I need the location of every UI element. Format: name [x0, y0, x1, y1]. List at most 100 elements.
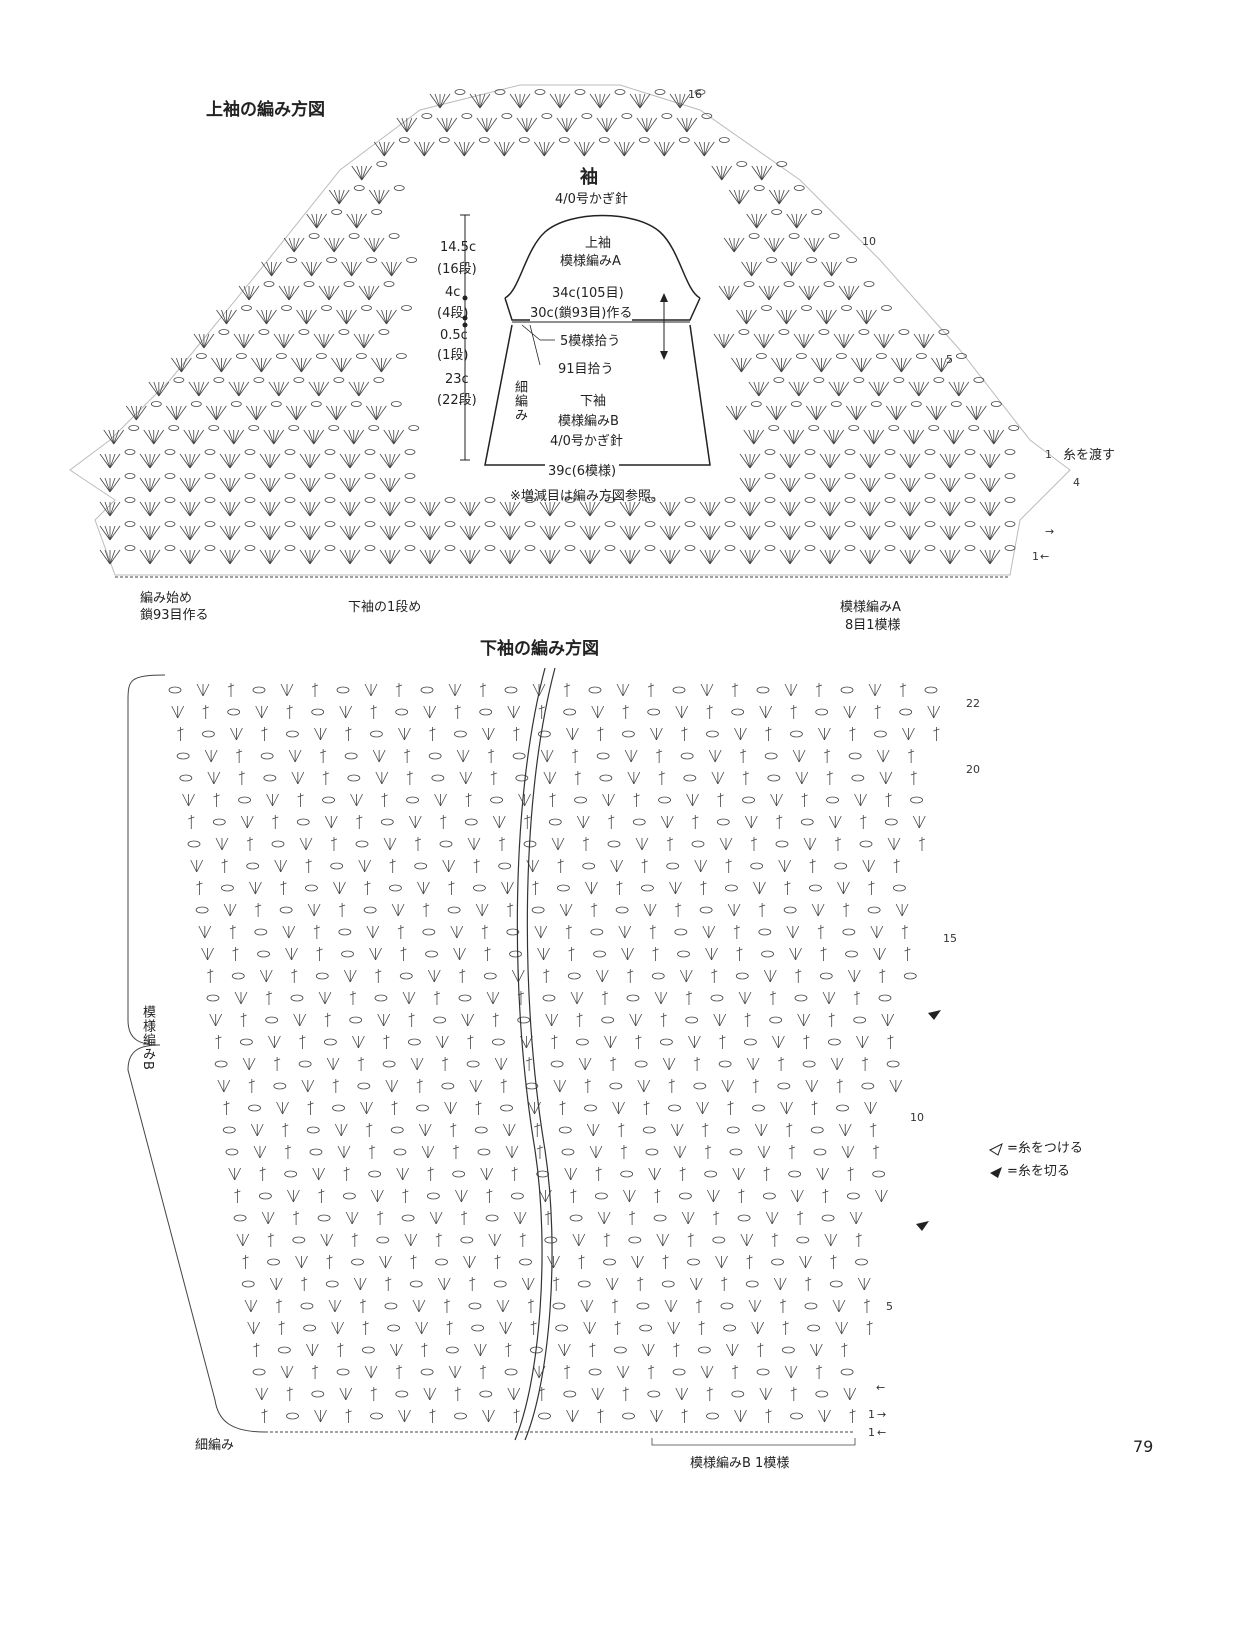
stitch-group [677, 950, 690, 958]
stitch-group [590, 928, 604, 936]
stitch-group [479, 708, 493, 716]
stitch-fan [379, 473, 416, 493]
stitch-group [273, 1057, 281, 1071]
stitch-group [681, 727, 688, 741]
stitch-fan [171, 353, 207, 373]
stitch-group [402, 991, 416, 1005]
stitch-group [662, 1255, 669, 1269]
stitch-group [326, 1057, 340, 1071]
stitch-fan [179, 521, 216, 541]
stitch-fan [765, 401, 802, 421]
stitch-group [177, 727, 184, 741]
stitch-group [500, 1079, 507, 1093]
stitch-fan [296, 305, 332, 325]
stitch-group [436, 1035, 449, 1049]
stitch-group [496, 1299, 510, 1313]
stitch-fan [899, 545, 936, 565]
stitch-group [721, 1079, 735, 1093]
stitch-fan [819, 545, 856, 565]
upper-row-1-bottom: 1 [1032, 550, 1039, 563]
stitch-group [454, 705, 461, 719]
stitch-group [440, 815, 447, 829]
stitch-group [233, 1214, 247, 1222]
stitch-group [454, 730, 467, 738]
stitch-group [538, 730, 551, 738]
stitch-group [870, 925, 884, 939]
stitch-group [504, 1368, 518, 1376]
stitch-group [903, 972, 917, 980]
stitch-group [647, 1365, 655, 1379]
stitch-group [544, 1236, 558, 1244]
stitch-group [351, 1258, 364, 1266]
stitch-fan [499, 545, 536, 565]
stitch-group [212, 818, 226, 826]
stitch-group [550, 1060, 564, 1068]
stitch-group [769, 1016, 783, 1024]
stitch-group [285, 947, 298, 961]
stitch-group [257, 950, 270, 958]
stitch-group [356, 815, 363, 829]
stitch-fan [776, 305, 812, 325]
stitch-group [782, 1321, 789, 1335]
stitch-group [207, 771, 221, 785]
stitch-group [404, 1233, 418, 1247]
stitch-group [176, 752, 190, 760]
stitch-group [851, 774, 865, 782]
stitch-group [828, 1013, 835, 1027]
stitch-group [513, 1211, 527, 1225]
stitch-group [223, 1101, 230, 1115]
stitch-group [726, 1343, 739, 1357]
stitch-group [490, 771, 497, 785]
schematic-hook: 4/0号かぎ針 [555, 192, 628, 207]
stitch-group [505, 1145, 519, 1159]
lower-arrow-left-bottom: ← [877, 1426, 887, 1439]
stitch-group [564, 1167, 578, 1181]
stitch-group [291, 969, 298, 983]
stitch-group [498, 837, 506, 851]
stitch-group [623, 1189, 636, 1203]
stitch-group [222, 1126, 236, 1134]
stitch-group [873, 947, 886, 961]
stitch-group [314, 727, 327, 741]
stitch-group [317, 1214, 331, 1222]
stitch-fan [299, 449, 336, 469]
stitch-group [481, 925, 488, 939]
stitch-fan [549, 89, 586, 109]
stitch-group [674, 903, 682, 917]
stitch-group [266, 793, 279, 807]
stitch-fan [509, 89, 546, 109]
stitch-group [654, 991, 668, 1005]
stitch-group [221, 859, 228, 873]
stitch-fan [205, 401, 242, 421]
stitch-group [611, 1299, 619, 1313]
stitch-group [653, 1214, 667, 1222]
stitch-group [584, 1079, 591, 1093]
dimension-cap-length: 14.5c [440, 240, 477, 255]
stitch-group [284, 1170, 298, 1178]
stitch-fan [786, 209, 823, 229]
stitch-fan [381, 257, 417, 277]
stitch-group [473, 884, 486, 892]
stitch-fan [718, 281, 755, 301]
stitch-group [421, 1343, 428, 1357]
stitch-group [819, 972, 833, 980]
stitch-fan [125, 401, 162, 421]
stitch-group [229, 925, 236, 939]
stitch-fan [728, 185, 765, 205]
stitch-fan [676, 113, 713, 133]
upper-chart-title: 上袖の編み方図 [206, 100, 325, 120]
yarn-carry-label: 糸を渡す [1063, 448, 1116, 463]
stitch-group [492, 1013, 499, 1027]
stitch-fan [828, 377, 865, 397]
stitch-fan [741, 257, 777, 277]
stitch-group [536, 1145, 544, 1159]
stitch-group [357, 1057, 365, 1071]
stitch-fan [983, 425, 1020, 445]
stitch-group [391, 1101, 398, 1115]
upper-arrow-right: → [1045, 525, 1055, 538]
stitch-group [706, 730, 719, 738]
stitch-group [790, 1387, 797, 1401]
stitch-group [634, 1060, 648, 1068]
stitch-group [810, 1126, 824, 1134]
stitch-group [506, 903, 514, 917]
